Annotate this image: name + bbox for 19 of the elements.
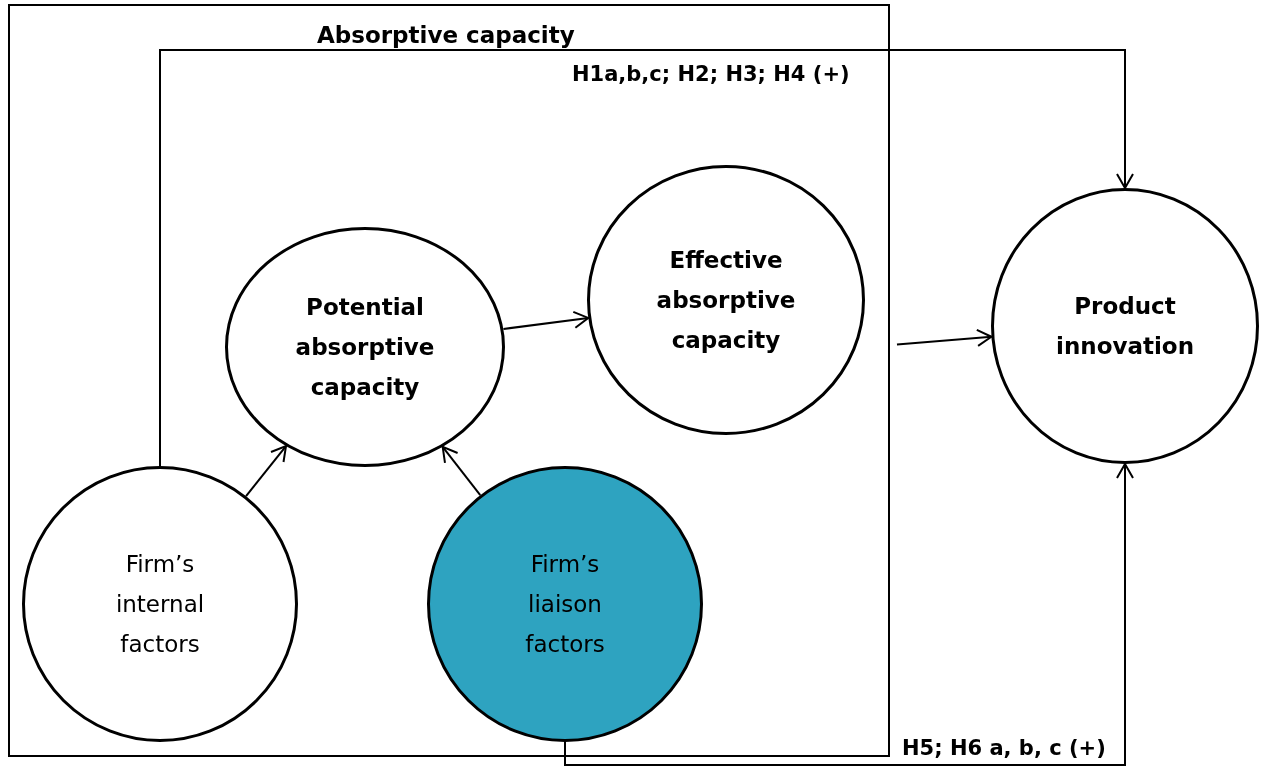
frame-title: Absorptive capacity <box>317 22 575 48</box>
edge-label: H5; H6 a, b, c (+) <box>900 736 1108 760</box>
node-label: Firm’s internal factors <box>114 550 206 659</box>
arrow <box>245 445 287 498</box>
circle-node <box>587 165 865 435</box>
node-label: Potential absorptive capacity <box>295 293 435 402</box>
arrow <box>441 445 482 497</box>
node-label: Effective absorptive capacity <box>656 246 796 355</box>
circle-node <box>427 466 703 742</box>
arrow <box>159 49 1134 467</box>
circle-node <box>225 227 505 467</box>
arrow <box>896 328 993 347</box>
frame-box <box>8 4 890 757</box>
arrow <box>564 463 1134 766</box>
node-label: Firm’s liaison factors <box>524 550 606 659</box>
circle-node <box>991 188 1259 464</box>
circle-node <box>22 466 298 742</box>
arrow <box>502 310 590 330</box>
node-label: Product innovation <box>1056 292 1194 361</box>
